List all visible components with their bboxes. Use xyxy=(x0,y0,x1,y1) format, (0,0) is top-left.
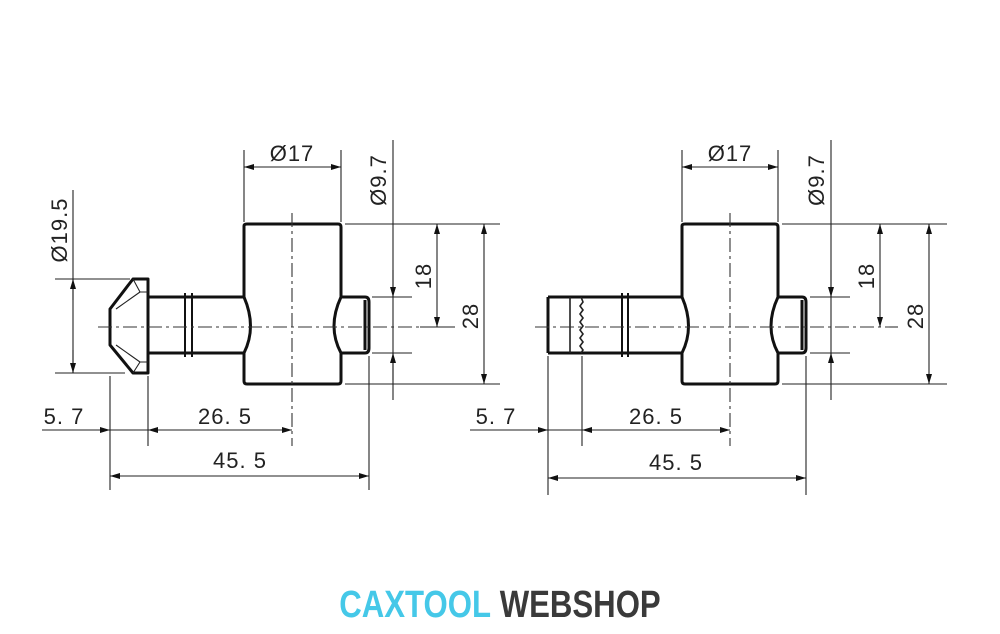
logo-webshop: WEBSHOP xyxy=(499,584,661,626)
right-extension-lines xyxy=(455,150,947,495)
left-label-265: 26. 5 xyxy=(198,404,252,429)
left-label-28: 28 xyxy=(458,303,483,329)
left-label-455: 45. 5 xyxy=(213,448,267,473)
left-shaft xyxy=(148,295,244,355)
right-part-drawing: Ø17 Ø9.7 18 28 5. 7 26. 5 45. 5 xyxy=(455,140,947,495)
left-head-chamfer xyxy=(115,278,148,374)
left-label-d195: Ø19.5 xyxy=(47,198,72,263)
right-label-18: 18 xyxy=(854,263,879,289)
left-dome-head xyxy=(108,277,150,375)
left-extension-lines xyxy=(55,150,500,490)
left-label-d17: Ø17 xyxy=(270,141,315,166)
right-shaft xyxy=(546,295,682,355)
right-label-265: 26. 5 xyxy=(629,404,683,429)
left-label-d97: Ø9.7 xyxy=(366,154,391,206)
right-label-57: 5. 7 xyxy=(476,404,517,429)
right-label-455: 45. 5 xyxy=(649,450,703,475)
right-stub xyxy=(778,295,808,355)
right-knurl xyxy=(569,296,584,354)
left-label-18: 18 xyxy=(411,263,436,289)
logo-caxtool: CAXTOOL xyxy=(339,584,492,626)
left-label-57: 5. 7 xyxy=(44,404,85,429)
left-groove xyxy=(184,293,193,357)
caxtool-webshop-logo: CAXTOOL WEBSHOP xyxy=(90,584,910,627)
right-groove xyxy=(621,293,629,357)
left-stub xyxy=(341,295,371,355)
left-part-drawing: Ø17 Ø9.7 18 28 Ø19.5 5. 7 26. 5 45. 5 xyxy=(42,140,500,490)
right-label-d17: Ø17 xyxy=(708,141,753,166)
right-label-d97: Ø9.7 xyxy=(804,154,829,206)
right-label-28: 28 xyxy=(903,303,928,329)
